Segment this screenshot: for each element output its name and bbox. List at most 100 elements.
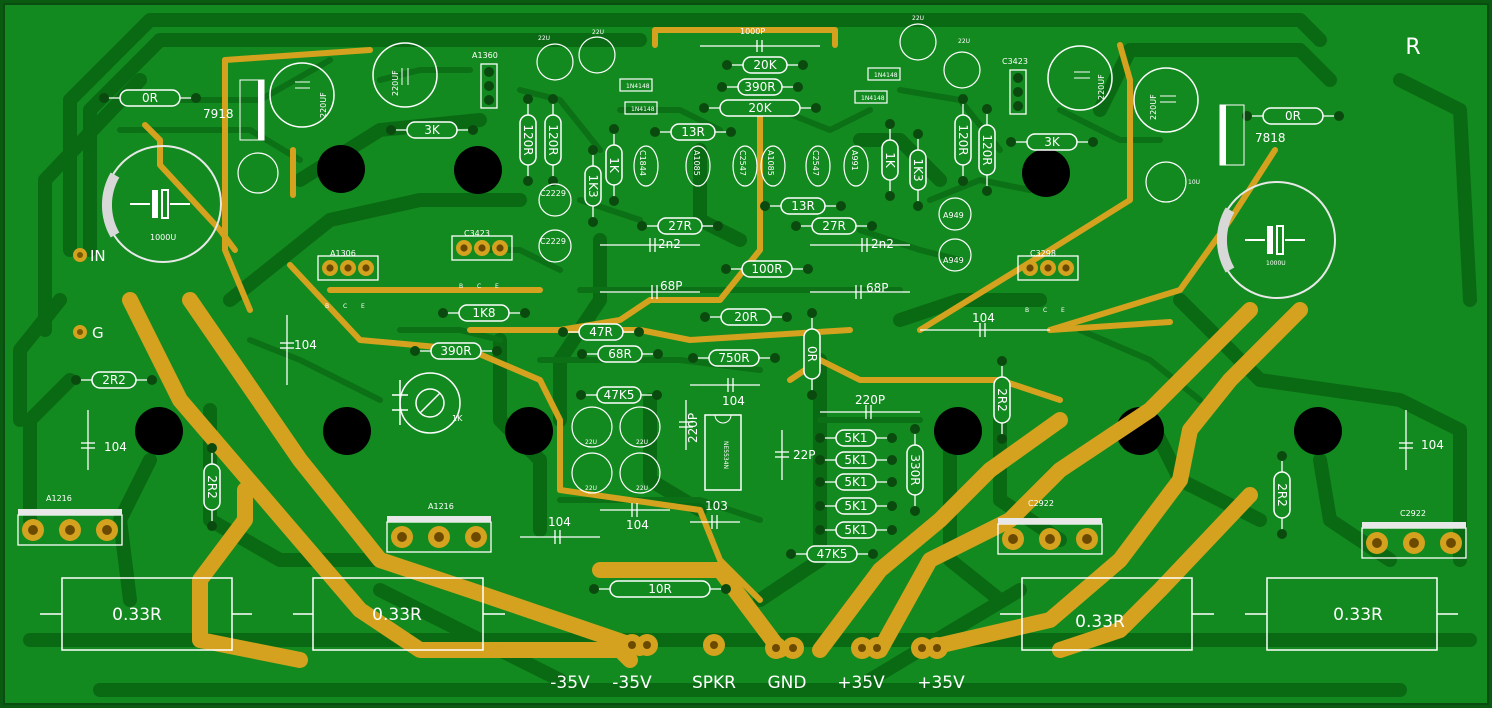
resistor-label: 1K (883, 152, 897, 169)
input-g-label: G (92, 324, 104, 342)
tr-c2547-1: C2547 (738, 150, 747, 176)
resistor-label: 20R (734, 310, 758, 324)
resistor-1k3: 1K3 (909, 129, 927, 211)
power-resistors (40, 577, 1458, 651)
power-resistor-1: 0.33R (112, 605, 162, 625)
resistor-1k: 1K (881, 119, 899, 201)
resistor-47r: 47R (558, 323, 644, 341)
cap-1000u-right-label: 1000U (1266, 260, 1286, 267)
resistor-label: 120R (546, 124, 560, 155)
resistor-label: 100R (751, 262, 782, 276)
pin-c-2: C (477, 283, 481, 290)
resistor-5k1: 5K1 (815, 497, 897, 515)
resistor-label: 5K1 (844, 499, 867, 513)
cap-22p: 22P (793, 448, 816, 462)
resistor-0r: 0R (1242, 107, 1344, 125)
resistor-label: 1K8 (472, 306, 495, 320)
resistor-label: 13R (681, 125, 705, 139)
cap-22u-8: 22U (636, 485, 648, 492)
tr-a1216-1: A1216 (46, 494, 72, 503)
resistor-390r: 390R (410, 342, 502, 360)
cap-10u: 10U (1188, 179, 1200, 186)
regulator-7818-label: 7818 (1255, 131, 1286, 145)
pin-e-2: E (495, 283, 499, 290)
cap-22u-3: 22U (912, 15, 924, 22)
resistor-100r: 100R (721, 260, 813, 278)
cap-104-2: 104 (104, 440, 127, 454)
resistor-label: 1K3 (586, 174, 600, 197)
diodes (619, 67, 901, 115)
cap-220uf-1: 220UF (269, 62, 335, 128)
cap-1000u-left-label: 1000U (150, 233, 176, 242)
resistor-2r2: 2R2 (203, 443, 221, 531)
resistor-330r: 330R (906, 424, 924, 516)
resistor-120r: 120R (519, 94, 537, 186)
input-in-label: IN (90, 247, 106, 265)
resistor-1k: 1K (605, 124, 623, 206)
cap-1000p: 1000P (740, 27, 765, 36)
resistor-0r: 0R (803, 308, 821, 400)
resistor-120r: 120R (978, 104, 996, 196)
resistor-label: 2R2 (995, 388, 1009, 412)
cap-220p-1: 220P (686, 413, 700, 443)
cap-22u-6: 22U (636, 439, 648, 446)
gold-traces-thin (142, 27, 1278, 603)
resistor-label: 68R (608, 347, 632, 361)
resistor-47k5: 47K5 (786, 545, 878, 563)
resistor-label: 20K (748, 101, 772, 115)
pin-b-1: B (325, 303, 329, 310)
diode-2: 1N4148 (631, 106, 655, 113)
resistor-label: 330R (908, 454, 922, 485)
resistor-label: 27R (668, 219, 692, 233)
resistor-label: 0R (142, 91, 158, 105)
to92-bodies (538, 145, 972, 272)
diode-4: 1N4148 (861, 95, 885, 102)
connector-pads (621, 634, 948, 659)
conn-label-pos35-2: +35V (917, 673, 965, 693)
cap-22u-2: 22U (592, 29, 604, 36)
resistor-3k: 3K (1006, 133, 1098, 151)
regulator-7918: 7918 (203, 79, 265, 141)
cap-220uf-1-label: 220UF (319, 92, 328, 118)
tr-c2922-1: C2922 (1028, 499, 1054, 508)
resistor-label: 3K (424, 123, 441, 137)
cap-104-5: 104 (722, 394, 745, 408)
resistor-47k5: 47K5 (576, 386, 662, 404)
resistor-5k1: 5K1 (815, 473, 897, 491)
cap-104-3: 104 (1421, 438, 1444, 452)
cap-104-7: 104 (548, 515, 571, 529)
diode-1: 1N4148 (626, 83, 650, 90)
cap-220p-2: 220P (855, 393, 885, 407)
tr-a1216-2: A1216 (428, 502, 454, 511)
ic-ne5534n: NE5534N (704, 414, 742, 491)
resistor-label: 5K1 (844, 523, 867, 537)
conn-label-neg35-1: -35V (550, 673, 590, 693)
cap-220uf-2-label: 220UF (391, 70, 400, 96)
tr-a1360: A1360 (472, 51, 498, 60)
ceramic-caps (81, 40, 1413, 544)
gold-traces (122, 292, 1308, 668)
cap-22u-7: 22U (585, 485, 597, 492)
trimmer-1k-label: 1K (452, 414, 463, 423)
resistor-13r: 13R (760, 197, 846, 215)
cap-2n2-1: 2n2 (658, 237, 681, 251)
tr-a949-2: A949 (943, 256, 964, 265)
resistor-label: 5K1 (844, 453, 867, 467)
conn-label-gnd: GND (768, 673, 807, 693)
resistor-label: 5K1 (844, 475, 867, 489)
trimmer-1k: 1K (392, 372, 463, 434)
ic-label: NE5534N (722, 441, 729, 469)
tr-a949-1: A949 (943, 211, 964, 220)
tr-c2229-1: C2229 (540, 189, 566, 198)
tr-a1085-1: A1085 (692, 150, 701, 176)
resistor-13r: 13R (650, 123, 736, 141)
power-resistor-2: 0.33R (372, 605, 422, 625)
resistor-label: 390R (744, 80, 775, 94)
tr-a991: A991 (850, 150, 859, 171)
cap-104-6: 104 (626, 518, 649, 532)
resistor-label: 1K3 (911, 158, 925, 181)
cap-220uf-4: 220UF (1133, 67, 1199, 133)
tr-c3423-1: C3423 (1002, 57, 1028, 66)
tr-a1306: A1306 (330, 249, 356, 258)
